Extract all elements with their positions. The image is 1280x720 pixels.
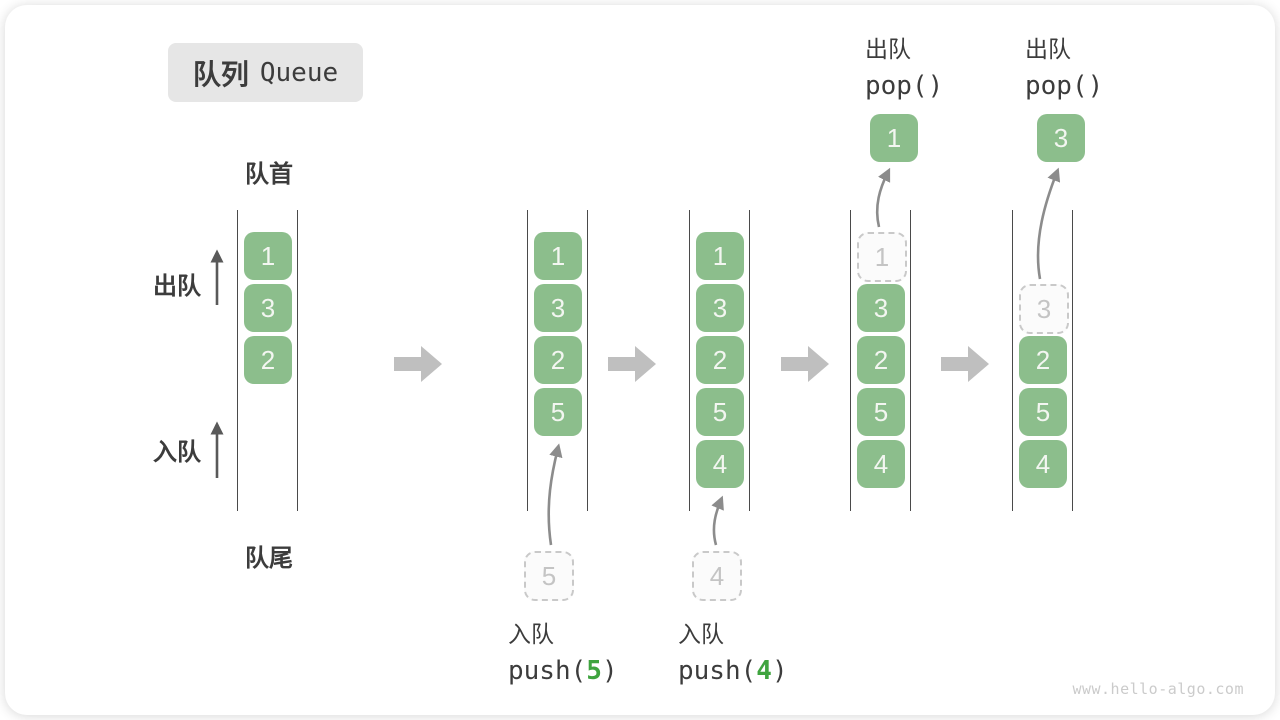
queue-cell: 4 (696, 440, 744, 488)
title-zh: 队列 (192, 58, 249, 90)
annotation-push5: 入队 push(5) (508, 615, 618, 686)
removed-ghost-cell: 1 (857, 232, 907, 282)
removed-ghost-cell: 3 (1019, 284, 1069, 334)
annotation-pop4-zh: 出队 (865, 36, 911, 62)
queue-cell: 5 (696, 388, 744, 436)
title-badge: 队列 Queue (168, 43, 363, 102)
queue-channel-step-5 (1012, 210, 1073, 511)
canvas-card (5, 5, 1275, 715)
queue-cell: 3 (244, 284, 292, 332)
incoming-ghost-cell: 5 (524, 551, 574, 601)
queue-cell: 1 (244, 232, 292, 280)
popped-cell: 3 (1037, 114, 1085, 162)
queue-cell: 3 (696, 284, 744, 332)
label-queue-front: 队首 (245, 161, 293, 188)
queue-cell: 1 (534, 232, 582, 280)
push4-arg: 4 (756, 656, 772, 686)
title-en: Queue (259, 57, 339, 88)
annotation-pop4-code: pop() (865, 71, 944, 101)
queue-cell: 2 (534, 336, 582, 384)
label-enqueue-side: 入队 (153, 439, 201, 466)
annotation-push5-zh: 入队 (508, 621, 554, 647)
queue-channel-step-1 (237, 210, 298, 511)
annotation-pop5-zh: 出队 (1025, 36, 1071, 62)
annotation-push5-code: push(5) (508, 656, 618, 686)
popped-cell: 1 (870, 114, 918, 162)
queue-cell: 4 (857, 440, 905, 488)
queue-cell: 3 (857, 284, 905, 332)
annotation-push4: 入队 push(4) (678, 615, 788, 686)
annotation-push4-zh: 入队 (678, 621, 724, 647)
queue-cell: 5 (857, 388, 905, 436)
watermark: www.hello-algo.com (1072, 680, 1244, 698)
annotation-pop5-code: pop() (1025, 71, 1104, 101)
queue-cell: 4 (1019, 440, 1067, 488)
incoming-ghost-cell: 4 (692, 551, 742, 601)
queue-cell: 2 (696, 336, 744, 384)
queue-cell: 5 (534, 388, 582, 436)
queue-cell: 5 (1019, 388, 1067, 436)
annotation-pop-step5: 出队 pop() (1025, 30, 1103, 101)
label-dequeue-side: 出队 (153, 273, 201, 300)
queue-cell: 1 (696, 232, 744, 280)
queue-channel-step-3 (689, 210, 750, 511)
queue-cell: 3 (534, 284, 582, 332)
label-queue-rear: 队尾 (245, 545, 293, 572)
annotation-pop-step4: 出队 pop() (865, 30, 943, 101)
push5-arg: 5 (586, 656, 602, 686)
queue-cell: 2 (244, 336, 292, 384)
queue-cell: 2 (1019, 336, 1067, 384)
queue-cell: 2 (857, 336, 905, 384)
queue-channel-step-4 (850, 210, 911, 511)
annotation-push4-code: push(4) (678, 656, 788, 686)
queue-channel-step-2 (527, 210, 588, 511)
